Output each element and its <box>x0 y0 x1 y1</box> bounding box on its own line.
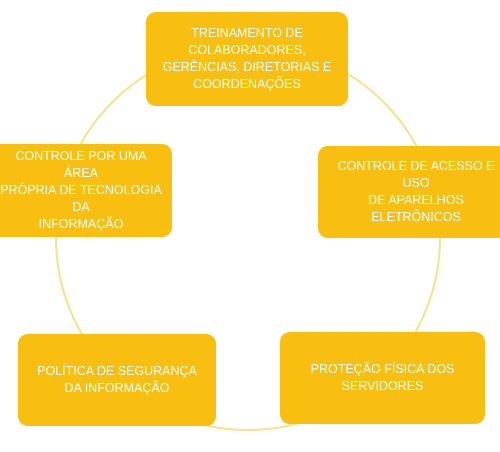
node-training: TREINAMENTO DE COLABORADORES, GERÊNCIAS,… <box>146 12 348 106</box>
node-access-control: CONTROLE DE ACESSO E USO DE APARELHOS EL… <box>318 146 500 238</box>
node-security-policy: POLÍTICA DE SEGURANÇA DA INFORMAÇÃO <box>18 334 216 426</box>
node-physical-protection: PROTEÇÃO FÍSICA DOS SERVIDORES <box>280 332 485 424</box>
node-it-control: CONTROLE POR UMA ÁREA PRÓPRIA DE TECNOLO… <box>0 144 172 237</box>
